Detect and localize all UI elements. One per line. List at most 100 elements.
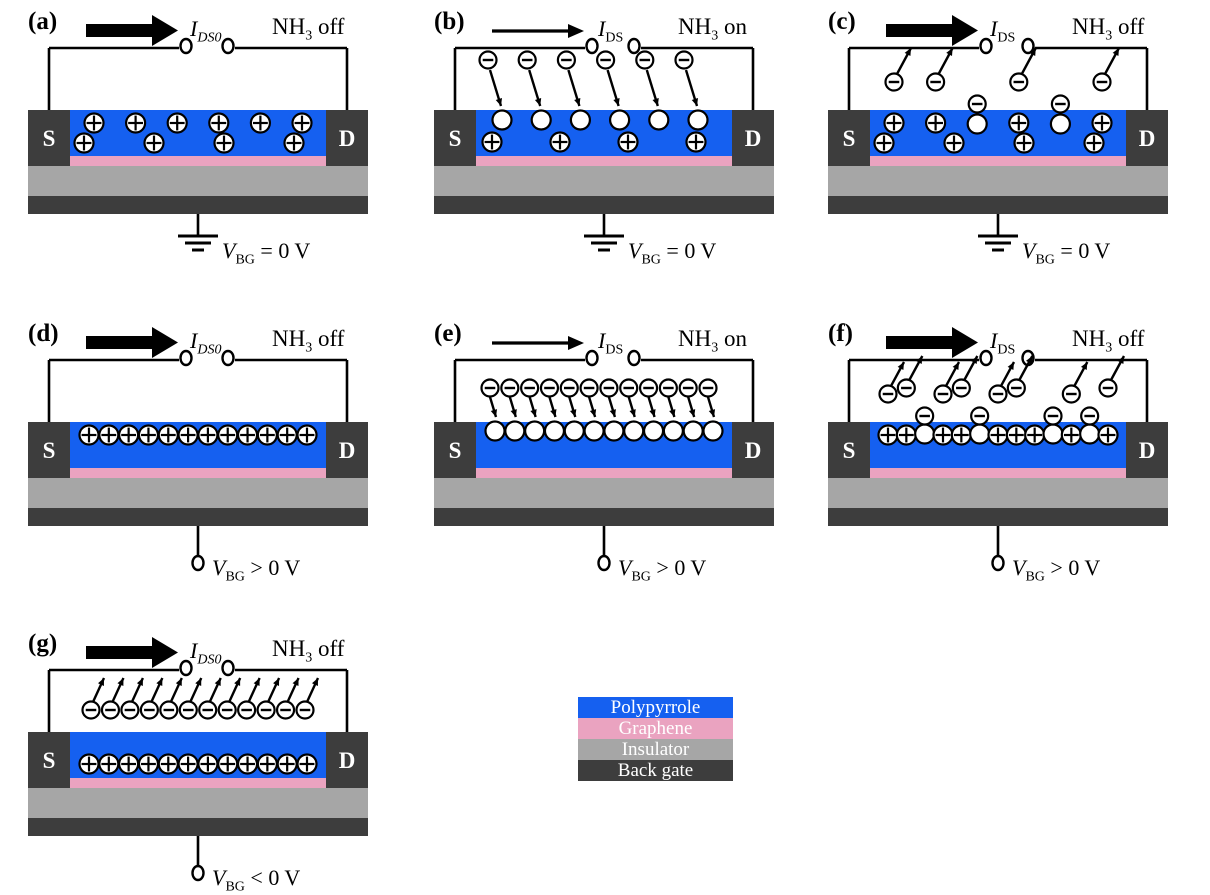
back-gate-layer	[828, 196, 1168, 214]
charge-motion-arrow-icon	[607, 396, 617, 418]
charge-motion-arrow-icon	[150, 677, 164, 703]
negative-charge-icon	[1050, 94, 1070, 114]
positive-charge-icon	[118, 424, 140, 446]
positive-charge-icon	[296, 424, 318, 446]
current-direction-arrow-thick	[886, 15, 978, 46]
gas-state-label-c: NH3 off	[1072, 14, 1145, 44]
current-symbol: I	[190, 638, 198, 663]
positive-charge-icon	[236, 424, 259, 446]
charge-motion-arrow-icon	[548, 396, 557, 418]
negative-charge-icon	[295, 700, 315, 720]
negative-charge-icon	[139, 700, 159, 720]
current-label-f: IDS	[990, 328, 1015, 358]
charge-distribution	[480, 378, 724, 442]
ground-symbol-icon	[584, 214, 624, 252]
charge-motion-arrow-icon	[567, 69, 581, 107]
source-electrode	[28, 422, 70, 478]
drain-electrode	[732, 110, 774, 166]
charge-motion-arrow-icon	[130, 677, 144, 703]
negative-charge-icon	[256, 700, 276, 720]
charge-motion-arrow-icon	[568, 396, 577, 418]
charge-motion-arrow-icon	[528, 69, 542, 107]
panel-label-d: (d)	[28, 320, 59, 347]
charge-motion-arrow-icon	[645, 69, 659, 107]
charge-motion-arrow-icon	[189, 677, 203, 703]
current-subscript: DS	[997, 342, 1016, 358]
charge-motion-arrow-icon	[228, 677, 242, 703]
back-gate-layer	[828, 508, 1168, 526]
charge-motion-arrow-icon	[944, 361, 961, 387]
positive-charge-icon	[166, 112, 188, 134]
source-electrode	[434, 422, 476, 478]
source-electrode	[828, 422, 870, 478]
legend-label: Insulator	[621, 738, 690, 760]
positive-charge-icon	[118, 753, 140, 775]
positive-charge-icon	[98, 753, 120, 775]
current-direction-arrow-thick	[86, 15, 178, 46]
source-label: S	[843, 126, 856, 151]
adsorption-site-icon	[687, 109, 709, 131]
external-circuit	[453, 349, 755, 422]
panel-label-f: (f)	[828, 320, 853, 347]
positive-charge-icon	[208, 112, 230, 134]
gate-voltage-label-b: VBG = 0 V	[628, 238, 717, 268]
charge-motion-arrow-icon	[267, 677, 281, 703]
negative-charge-icon	[480, 378, 500, 398]
positive-charge-icon	[256, 753, 278, 775]
external-circuit	[47, 37, 349, 110]
drain-electrode	[1126, 422, 1168, 478]
legend-row-back-gate: Back gate	[578, 760, 733, 781]
charge-motion-arrow-icon	[208, 677, 222, 703]
back-gate-layer	[28, 818, 368, 836]
device-layers	[28, 110, 368, 214]
legend-row-insulator: Insulator	[578, 739, 733, 760]
panel-label-a: (a)	[28, 8, 58, 35]
adsorption-site-icon	[569, 109, 591, 131]
charge-motion-arrow-icon	[895, 47, 913, 75]
positive-charge-icon	[895, 424, 917, 446]
adsorption-site-icon	[484, 420, 506, 442]
current-label-a: IDS0	[190, 16, 221, 46]
gate-voltage-label-d: VBG > 0 V	[212, 555, 301, 585]
positive-charge-icon	[617, 131, 639, 153]
positive-charge-icon	[276, 753, 298, 775]
positive-charge-icon	[197, 424, 219, 446]
legend-label: Back gate	[617, 759, 694, 781]
positive-charge-icon	[276, 424, 298, 446]
positive-charge-icon	[125, 112, 147, 134]
charge-motion-arrow-icon	[908, 355, 924, 381]
ammeter-terminal-right	[221, 659, 235, 677]
positive-charge-icon	[217, 753, 239, 775]
back-gate-terminal	[191, 526, 205, 572]
charge-distribution	[478, 50, 709, 153]
charge-motion-arrow-icon	[587, 396, 597, 418]
back-gate-terminal	[991, 526, 1005, 572]
negative-charge-icon	[237, 700, 257, 720]
negative-charge-icon	[878, 384, 898, 404]
device-layers	[434, 422, 774, 526]
drain-electrode	[326, 732, 368, 788]
positive-charge-icon	[1097, 424, 1119, 446]
positive-charge-icon	[291, 112, 313, 134]
drain-electrode	[326, 422, 368, 478]
positive-charge-icon	[932, 424, 954, 446]
gas-state-label-f: NH3 off	[1072, 326, 1145, 356]
ammeter-terminal-left	[979, 37, 993, 55]
device-layers	[828, 110, 1168, 214]
negative-charge-icon	[619, 378, 639, 398]
adsorption-site-icon	[702, 420, 724, 442]
positive-charge-icon	[1013, 132, 1035, 154]
gate-voltage-label-e: VBG > 0 V	[618, 555, 707, 585]
charge-motion-arrow-icon	[1103, 47, 1121, 75]
positive-charge-icon	[549, 131, 571, 153]
negative-charge-icon	[635, 50, 655, 70]
gas-state-label-b: NH3 on	[678, 14, 747, 44]
drain-label: D	[339, 438, 356, 463]
back-gate-layer	[434, 508, 774, 526]
